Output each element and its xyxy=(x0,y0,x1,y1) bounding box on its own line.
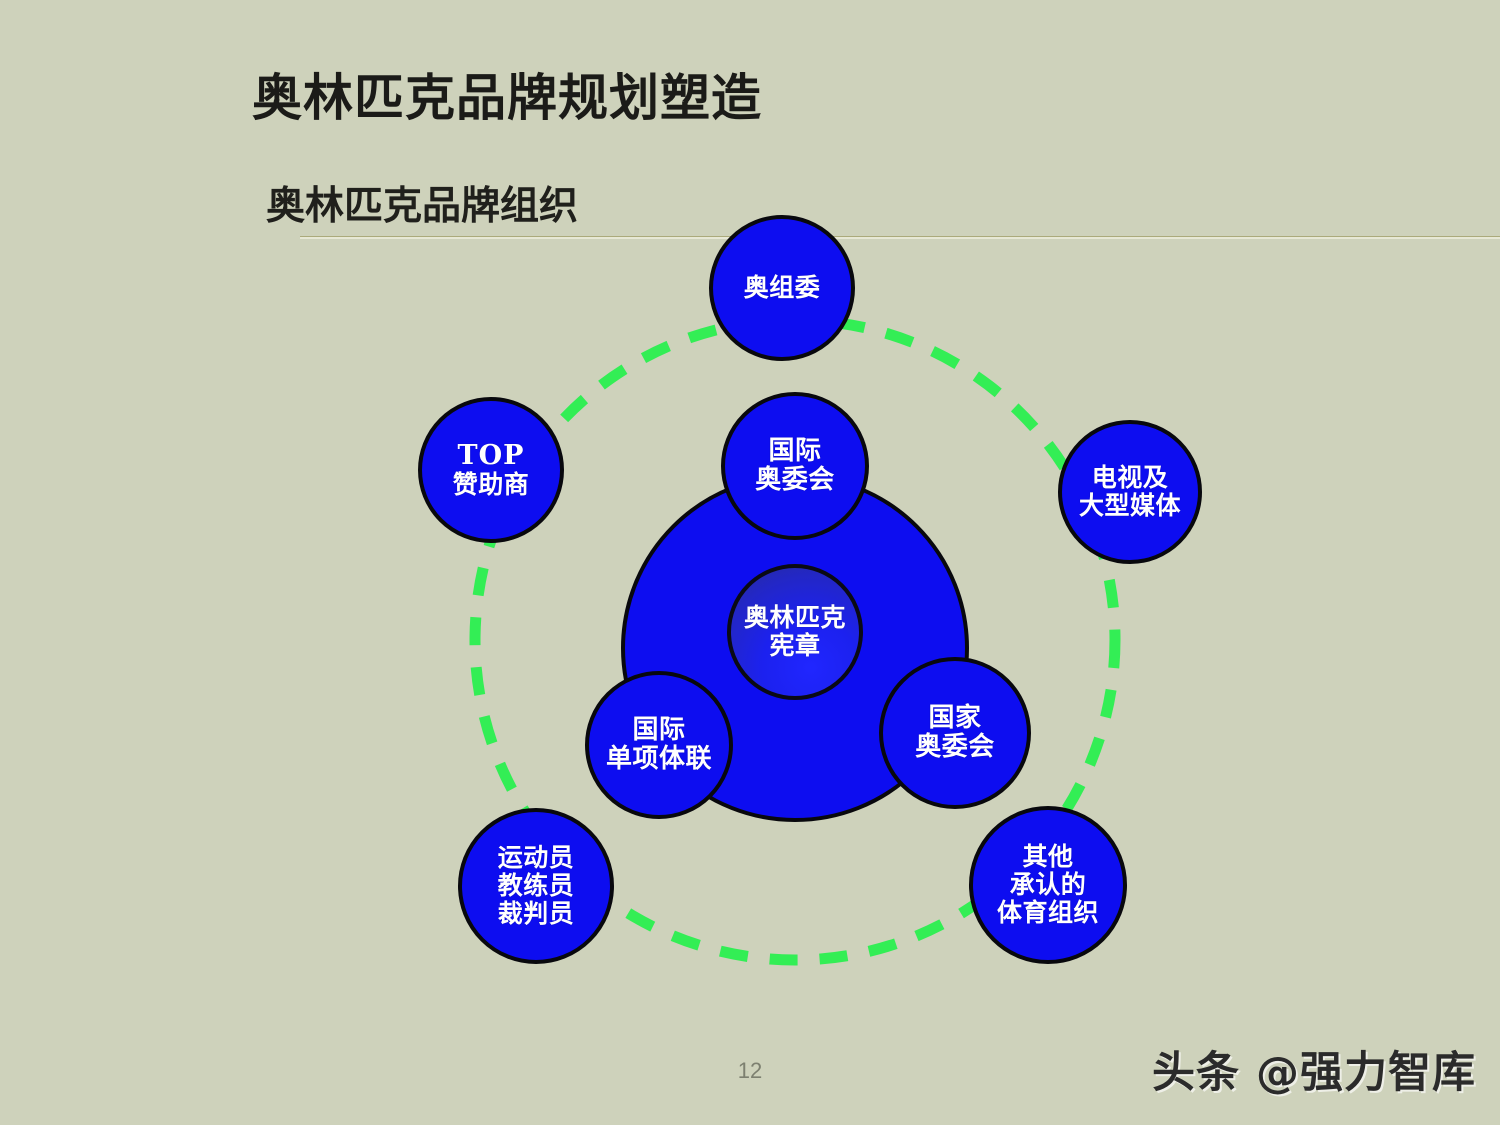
node-label-olympic-charter: 奥林匹克宪章 xyxy=(744,604,846,660)
node-olympic-charter[interactable]: 奥林匹克宪章 xyxy=(727,564,863,700)
node-label-line: 承认的 xyxy=(1009,870,1087,899)
node-label-ifs: 国际单项体联 xyxy=(605,714,712,774)
node-label-athletes: 运动员教练员裁判员 xyxy=(498,844,575,928)
node-label-line: 奥委会 xyxy=(915,732,995,762)
node-label-line: 国际 xyxy=(632,714,686,745)
node-label-otherorgs: 其他承认的体育组织 xyxy=(997,843,1099,927)
node-label-line: 电视及 xyxy=(1091,463,1169,492)
node-otherorgs[interactable]: 其他承认的体育组织 xyxy=(969,806,1127,964)
node-ioc[interactable]: 国际奥委会 xyxy=(721,392,869,540)
node-label-line: 奥组委 xyxy=(743,273,821,302)
node-label-line: TOP xyxy=(457,439,525,471)
node-label-line: 大型媒体 xyxy=(1078,491,1181,520)
section-title: 奥林匹克品牌组织 xyxy=(266,183,579,229)
node-label-line: 国家 xyxy=(928,702,982,733)
node-label-line: 奥林匹克 xyxy=(743,603,846,632)
node-label-line: 裁判员 xyxy=(497,899,575,928)
node-label-ioc: 国际奥委会 xyxy=(755,435,835,495)
node-label-line: 奥委会 xyxy=(755,465,835,495)
page-number: 12 xyxy=(737,1058,763,1083)
node-label-line: 其他 xyxy=(1022,842,1074,871)
node-ifs[interactable]: 国际单项体联 xyxy=(585,671,733,819)
node-label-line: 国际 xyxy=(768,435,822,466)
node-label-line: 体育组织 xyxy=(996,898,1099,927)
page-title: 奥林匹克品牌规划塑造 xyxy=(252,68,762,127)
node-label-ocog: 奥组委 xyxy=(744,274,821,302)
node-label-nocs: 国家奥委会 xyxy=(915,702,995,762)
node-athletes[interactable]: 运动员教练员裁判员 xyxy=(458,808,614,964)
node-media[interactable]: 电视及大型媒体 xyxy=(1058,420,1202,564)
node-label-line: 教练员 xyxy=(497,871,575,900)
node-ocog[interactable]: 奥组委 xyxy=(709,215,855,361)
node-label-media: 电视及大型媒体 xyxy=(1079,464,1181,520)
node-label-line: 单项体联 xyxy=(605,744,712,774)
node-label-line: 宪章 xyxy=(769,631,821,660)
watermark: 头条 @强力智库 xyxy=(1152,1048,1476,1098)
node-nocs[interactable]: 国家奥委会 xyxy=(879,657,1031,809)
node-label-line: 运动员 xyxy=(497,843,575,872)
node-label-line: 赞助商 xyxy=(452,470,530,500)
title-divider xyxy=(300,236,1500,239)
